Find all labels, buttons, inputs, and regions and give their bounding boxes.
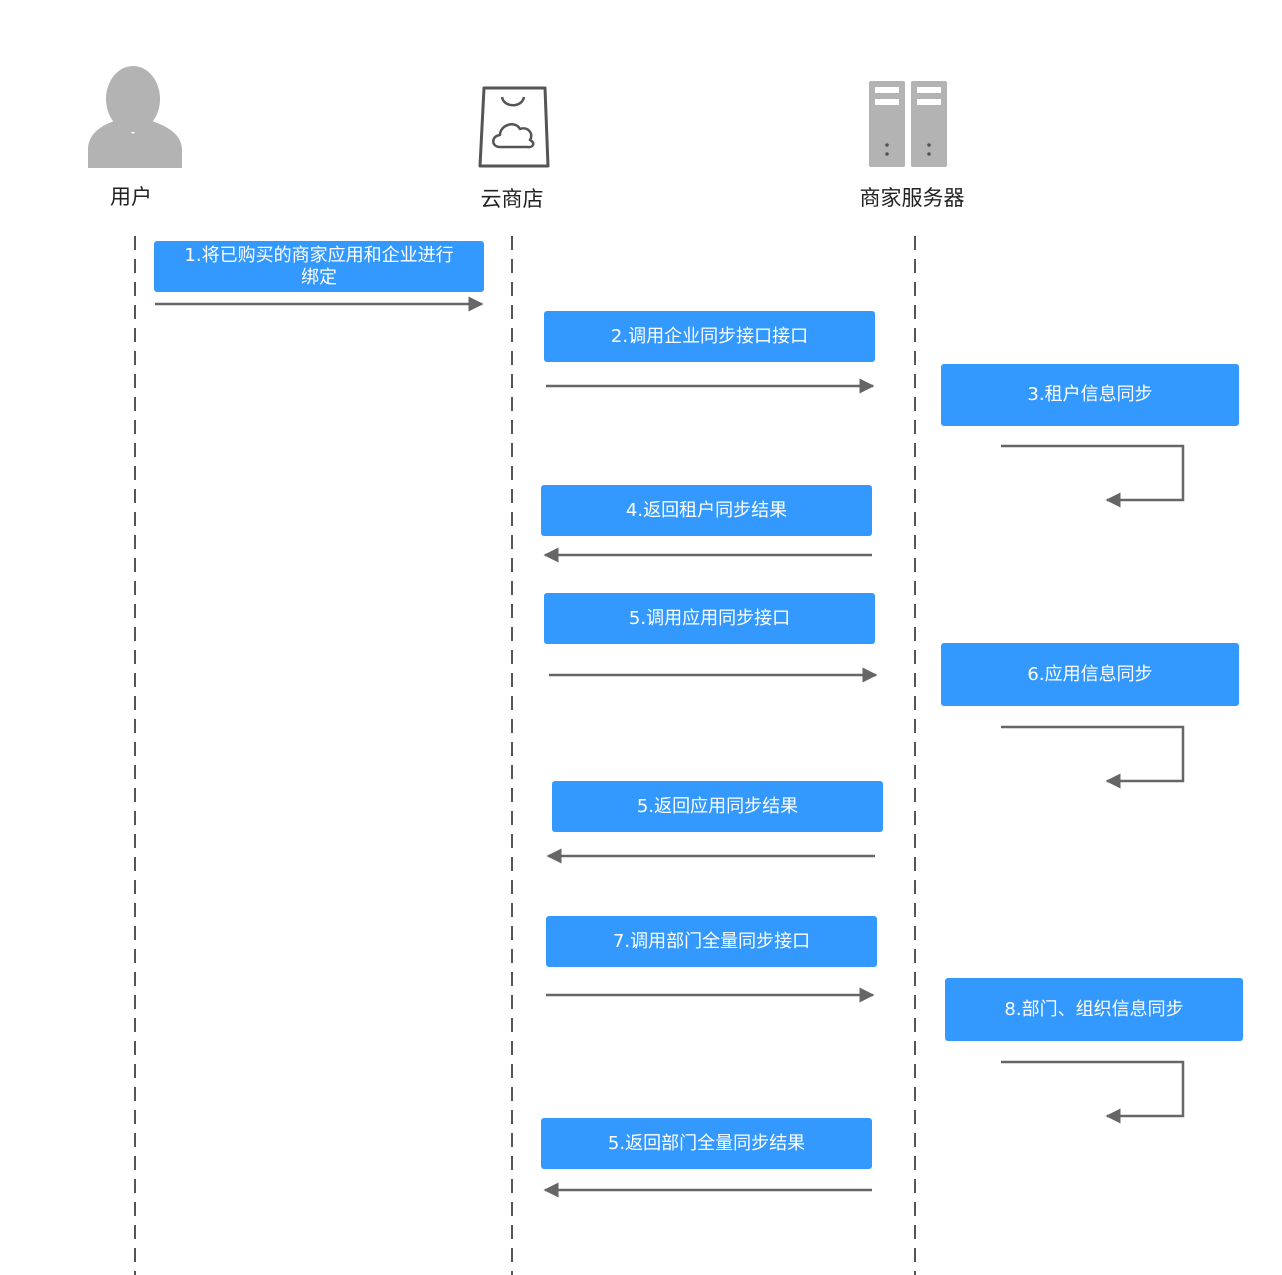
arrow-step-9-self [1001,1060,1185,1124]
step-1-box: 1.将已购买的商家应用和企业进行 绑定 [154,241,484,292]
step-3-box: 3.租户信息同步 [941,364,1239,426]
step-7-box: 5.返回应用同步结果 [552,781,883,832]
step-6-box: 6.应用信息同步 [941,643,1239,706]
step-9-box: 8.部门、组织信息同步 [945,978,1243,1041]
actor-label-merchant-server: 商家服务器 [859,186,965,210]
step-5-box: 5.调用应用同步接口 [544,593,875,644]
user-icon [88,66,182,168]
step-1-line-1: 1.将已购买的商家应用和企业进行 [184,244,454,266]
server-icon [869,81,947,167]
arrow-step-6-self [1001,725,1185,789]
actor-label-cloud-store: 云商店 [480,187,544,211]
step-2-box: 2.调用企业同步接口接口 [544,311,875,362]
step-8-box: 7.调用部门全量同步接口 [546,916,877,967]
actor-label-user: 用户 [110,185,152,209]
step-1-line-2: 绑定 [301,266,337,288]
shopping-bag-cloud-icon [478,86,550,168]
step-10-box: 5.返回部门全量同步结果 [541,1118,872,1169]
arrow-step-3-self [1001,444,1185,508]
step-4-box: 4.返回租户同步结果 [541,485,872,536]
